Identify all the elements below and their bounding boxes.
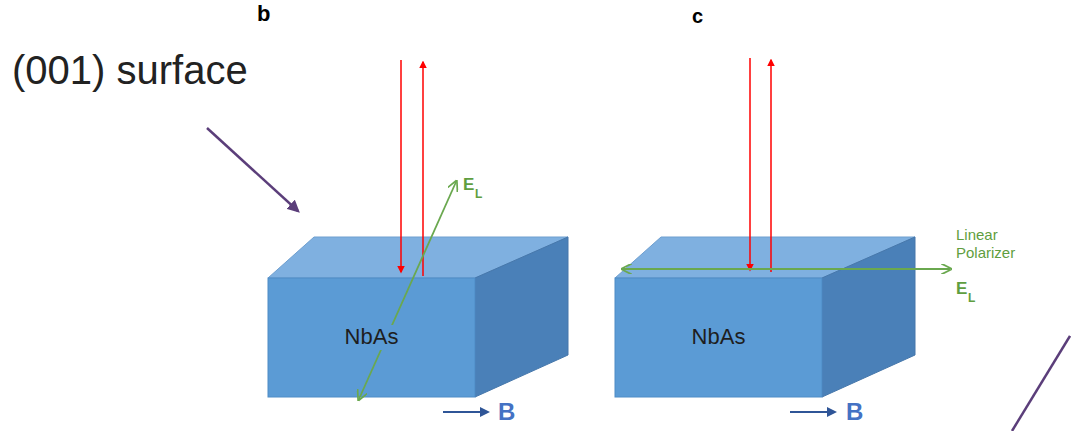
polarization-arrow <box>359 182 456 399</box>
field-subscript: L <box>968 292 975 304</box>
laser-beams-left <box>401 58 423 276</box>
pointer-line <box>207 128 298 211</box>
incident-beam <box>749 58 751 270</box>
field-arrow <box>443 411 488 413</box>
polarizer-label: Linear Polarizer <box>956 226 1028 262</box>
field-label: B <box>846 400 863 424</box>
pointer-line <box>1012 336 1070 431</box>
nbas-crystal-right <box>615 237 915 397</box>
nbas-crystal-left <box>268 237 568 397</box>
field-arrow <box>790 411 835 413</box>
surface-label: (001) surface <box>12 50 248 90</box>
field-symbol: E <box>956 280 967 297</box>
crystal-side-face <box>822 237 915 397</box>
beam-glow <box>746 56 755 272</box>
crystal-box: NbAs <box>615 278 822 397</box>
laser-beams-right <box>750 56 771 272</box>
beam-glow <box>419 58 428 276</box>
polarization-arrow <box>623 268 950 270</box>
reflected-beam <box>770 60 772 272</box>
incident-beam <box>400 60 402 272</box>
panel-letter: c <box>692 6 703 26</box>
field-symbol: E <box>463 176 474 193</box>
panel-letter: b <box>257 3 270 25</box>
field-label: B <box>498 400 515 424</box>
crystal-box: NbAs <box>268 278 475 397</box>
crystal-side-face <box>475 237 568 397</box>
beam-glow <box>767 56 776 272</box>
reflected-beam <box>422 62 424 276</box>
beam-glow <box>397 58 406 276</box>
field-subscript: L <box>475 188 482 200</box>
material-label: NbAs <box>342 325 402 349</box>
crystal-front-face <box>615 278 822 397</box>
crystal-front-face <box>268 278 475 397</box>
material-label: NbAs <box>689 325 749 349</box>
